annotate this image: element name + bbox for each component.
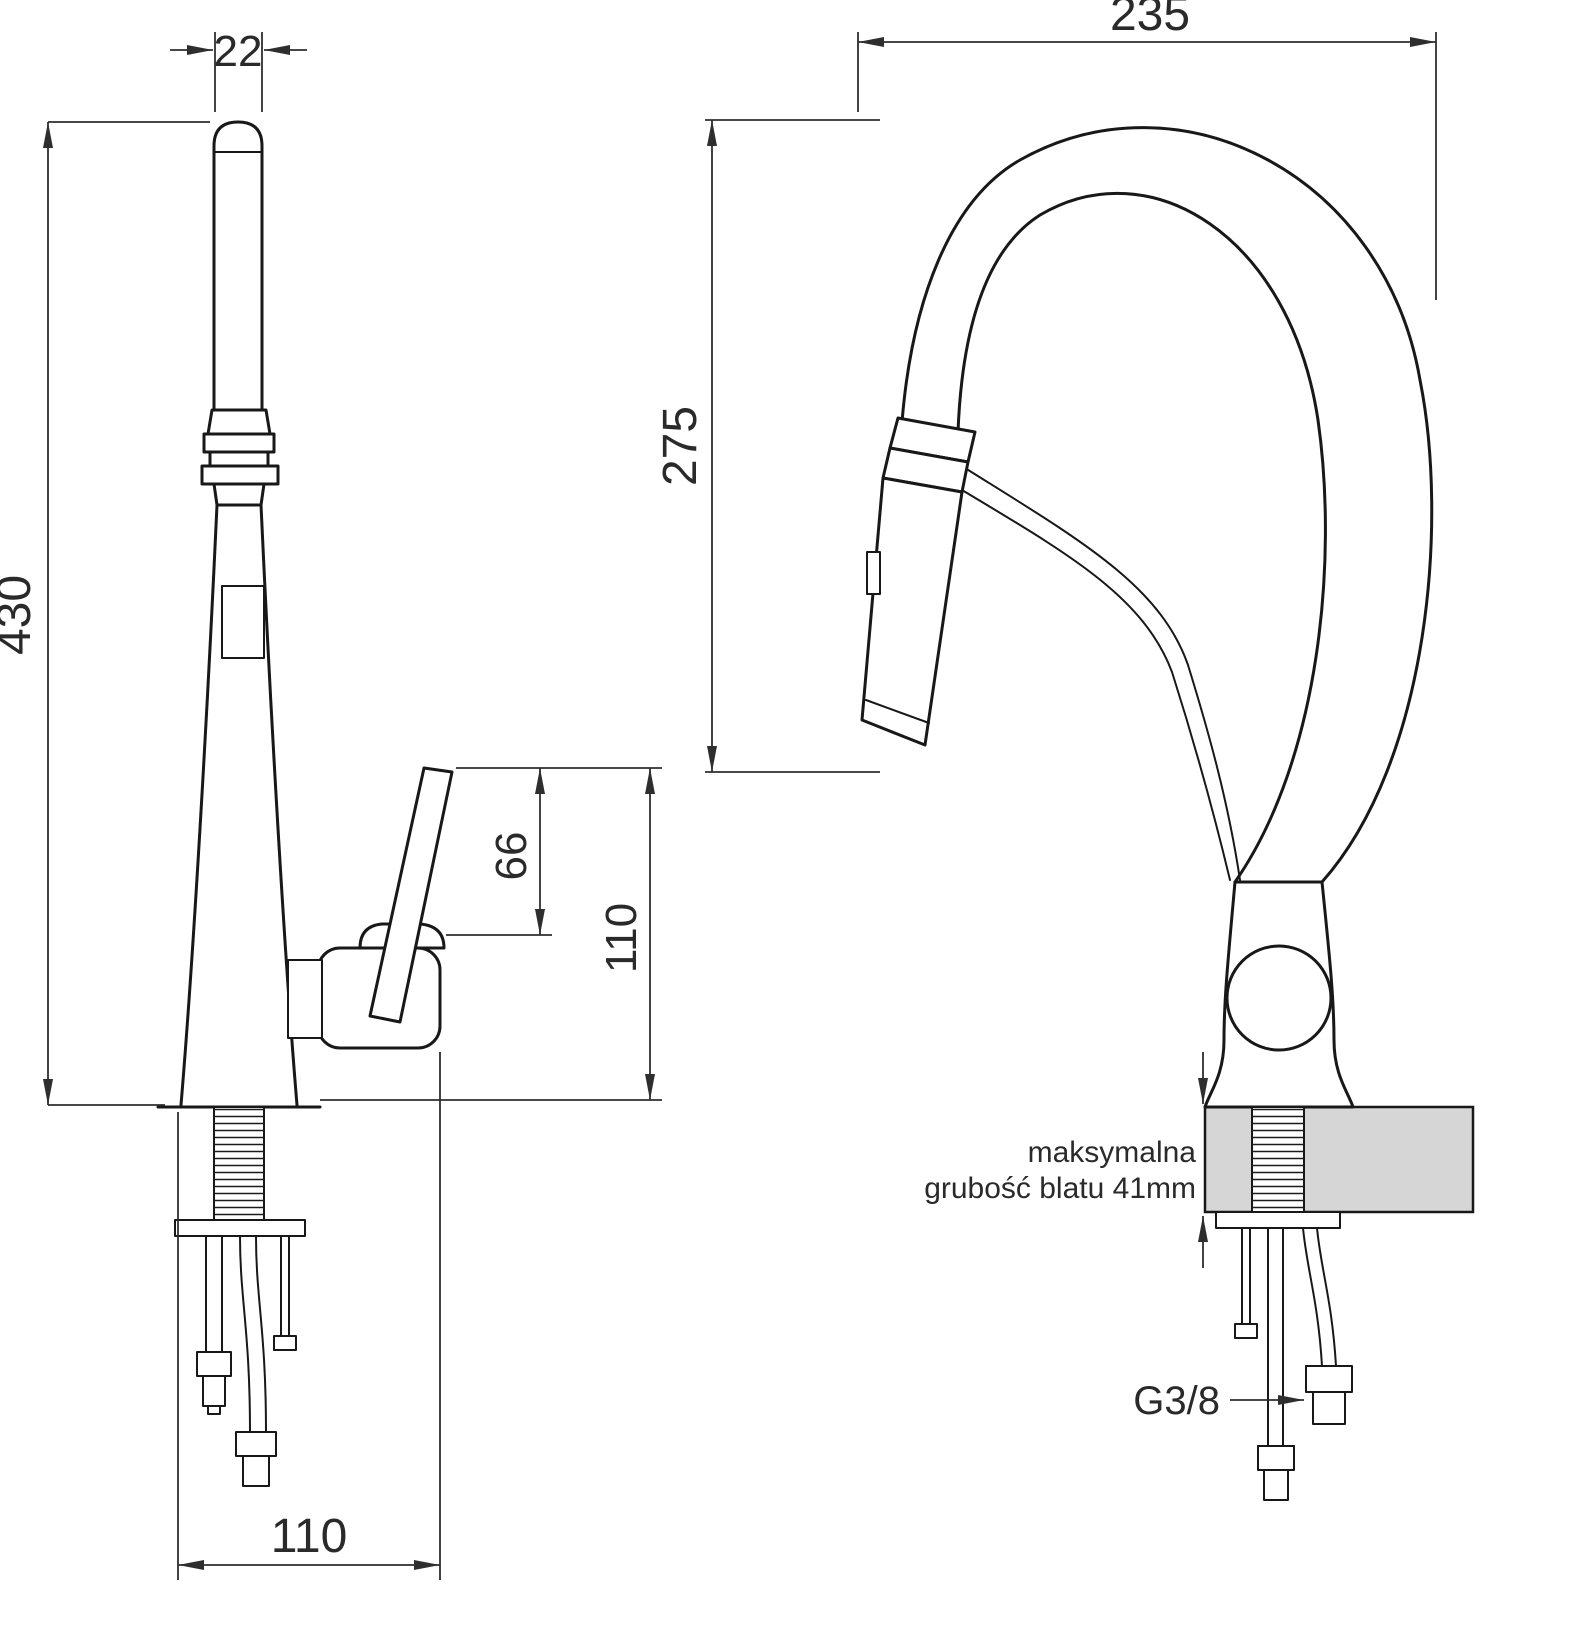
hose-nut (196, 1351, 232, 1377)
counter-thickness-note-line1: maksymalna (1028, 1136, 1197, 1169)
pull-down-hose (956, 467, 1241, 881)
connection-thread-label: G3/8 (1133, 1379, 1220, 1423)
right-body (1203, 880, 1355, 1109)
hose-nut (235, 1431, 277, 1457)
g38-connector-nut (1305, 1365, 1353, 1393)
body-sphere-joint (1225, 944, 1333, 1052)
right-mounting-hardware (1215, 1106, 1353, 1501)
dim-label-spout-width: 22 (214, 27, 263, 76)
right-view: 235 275 maksymalna grubość blatu 41mm G3… (654, 0, 1475, 1501)
dim-label-base-width: 110 (271, 1510, 348, 1563)
mounting-flange (174, 1219, 306, 1237)
dim-label-spout-reach: 235 (1110, 0, 1190, 41)
spray-button (866, 551, 881, 595)
dim-label-lever-height: 66 (487, 832, 536, 881)
handle-lever (368, 766, 454, 1024)
left-view: 22 430 66 110 110 (0, 27, 662, 1580)
mounting-flange (1215, 1211, 1341, 1229)
dim-label-spout-height: 275 (654, 406, 707, 486)
left-spout (200, 120, 280, 507)
left-dimensions: 22 430 66 110 110 (0, 27, 662, 1580)
counter-thickness-note-line2: grubość blatu 41mm (924, 1172, 1196, 1205)
hose-nut (1257, 1445, 1295, 1471)
body-window (221, 585, 265, 659)
spray-head (860, 416, 977, 747)
left-handle (287, 766, 454, 1050)
left-mounting-hardware (174, 1106, 306, 1487)
dim-label-handle-height: 110 (597, 903, 646, 973)
left-body (156, 503, 322, 1109)
right-dimensions: 235 275 maksymalna grubość blatu 41mm G3… (654, 0, 1437, 1423)
dim-label-total-height: 430 (0, 575, 41, 655)
right-spout-arc (900, 126, 1434, 884)
countertop-slab (1203, 1105, 1475, 1214)
